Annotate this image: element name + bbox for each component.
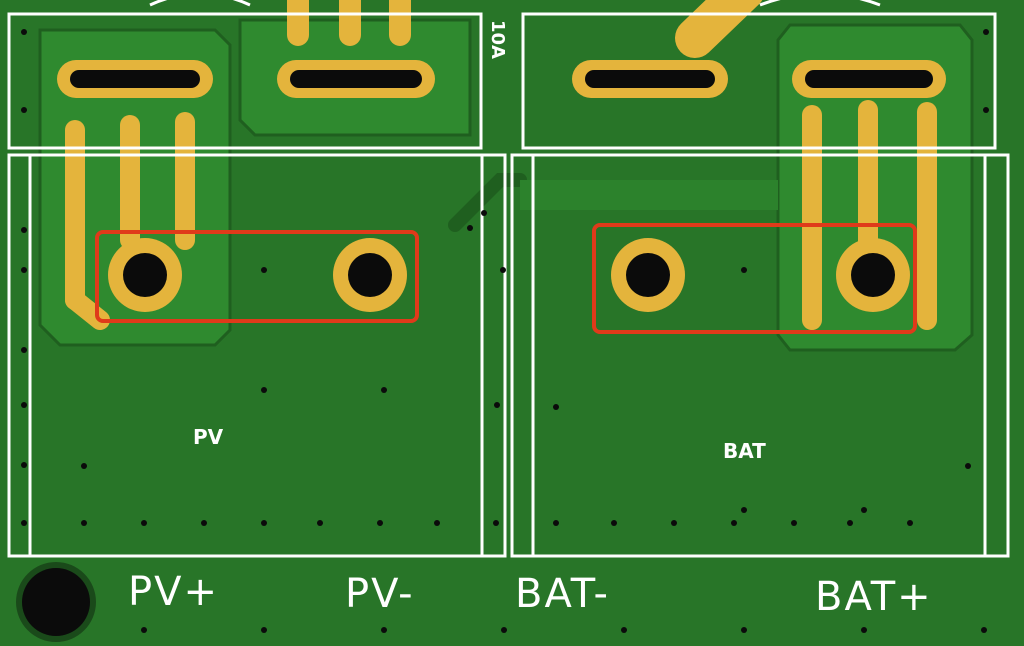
round-pads xyxy=(108,238,910,312)
slot-pads xyxy=(57,60,946,98)
highlight-box-pv xyxy=(95,230,419,323)
via-grid xyxy=(21,29,989,633)
terminal-label-pv-minus: PV- xyxy=(345,571,415,617)
terminal-label-bat-plus: BAT+ xyxy=(815,574,933,620)
copper-pour-bottom-right xyxy=(520,180,778,210)
rating-label: 10A xyxy=(487,20,508,59)
mounting-hole-inner xyxy=(22,568,90,636)
zone-label-pv: PV xyxy=(193,425,224,449)
terminal-label-bat-minus: BAT- xyxy=(515,571,610,617)
terminal-label-pv-plus: PV+ xyxy=(128,569,219,615)
highlight-box-bat xyxy=(592,223,917,334)
silkscreen-outlines xyxy=(7,0,1010,558)
zone-label-bat: BAT xyxy=(723,439,766,463)
copper-trace-diag xyxy=(448,173,527,232)
